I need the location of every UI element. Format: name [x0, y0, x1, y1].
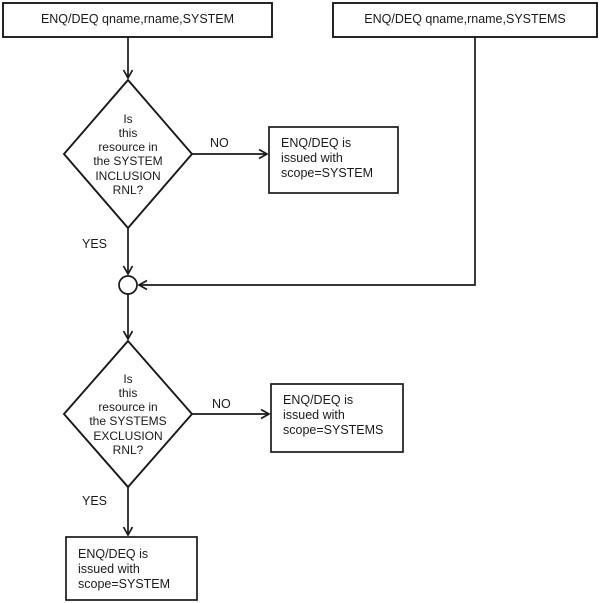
edge-start-systems-to-merge: [139, 37, 476, 285]
node-start-systems-shape: [332, 2, 598, 38]
node-result-scope-systems-no-shape: [270, 383, 404, 453]
node-decision-exclusion-shape: [62, 339, 194, 489]
node-start-system-shape: [2, 2, 273, 38]
node-result-scope-system-yes-shape: [65, 536, 198, 601]
node-result-scope-system-no-shape: [268, 126, 399, 194]
node-decision-inclusion-shape: [62, 78, 194, 230]
node-merge-junction-shape: [118, 275, 138, 295]
